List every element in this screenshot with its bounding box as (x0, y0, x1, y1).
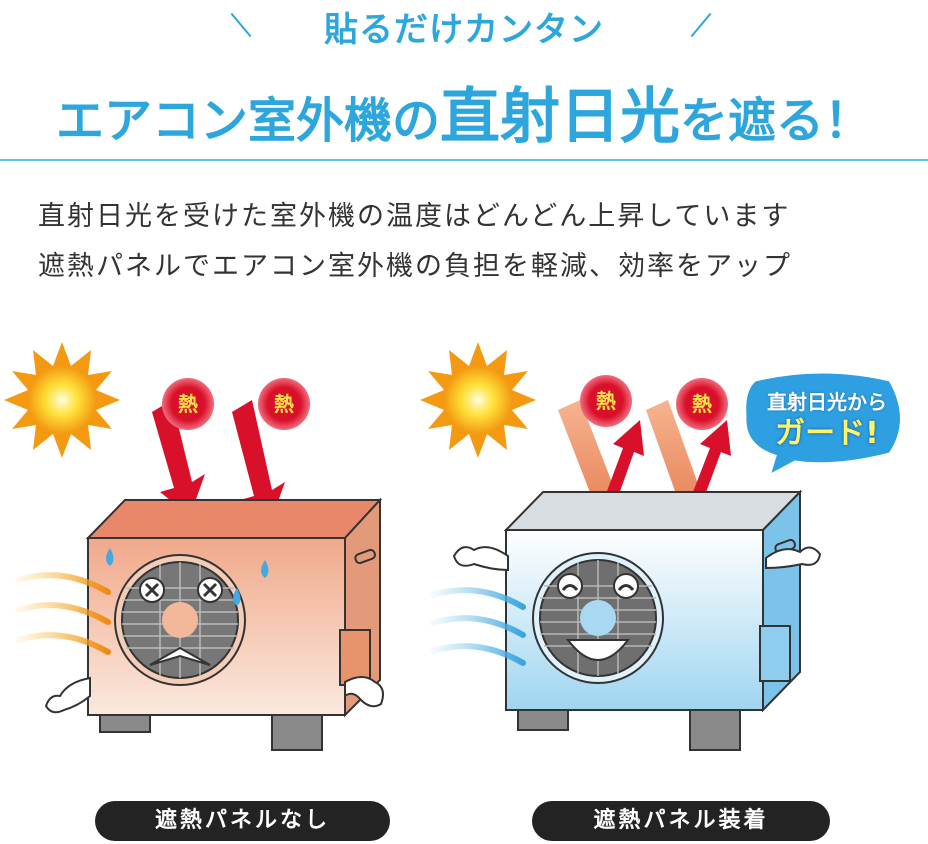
bubble-line2: ガード! (775, 416, 879, 451)
sweat-drop-icon (106, 548, 269, 606)
header: 貼るだけカンタン エアコン室外機の直射日光を遮る！ (0, 0, 928, 165)
reflect-arrow-icon (686, 420, 731, 514)
hot-unit-illustration (4, 342, 384, 751)
caption-with-panel: 遮熱パネル装着 (532, 801, 830, 841)
tagline: 貼るだけカンタン (324, 10, 604, 50)
headline-part2: 直射日光 (440, 82, 680, 152)
heat-badge: 熱 (258, 378, 310, 430)
bubble-line1: 直射日光から (767, 390, 887, 414)
description: 直射日光を受けた室外機の温度はどんどん上昇しています 遮熱パネルでエアコン室外機… (38, 192, 908, 292)
headline-part1: エアコン室外機の (55, 93, 440, 149)
divider (0, 159, 928, 161)
distressed-face-icon (139, 577, 223, 666)
heat-arrow-icon (232, 400, 285, 524)
headline: エアコン室外機の直射日光を遮る！ (0, 68, 928, 155)
caption-without-panel: 遮熱パネルなし (95, 801, 390, 841)
happy-face-icon (557, 573, 639, 661)
sun-icon (4, 342, 120, 458)
heat-badge: 熱 (162, 378, 214, 430)
sun-icon (420, 342, 536, 458)
headline-part3: を遮る！ (680, 93, 873, 149)
speech-bubble-text: 直射日光から ガード! (752, 386, 902, 450)
heat-badge: 熱 (580, 375, 632, 427)
cool-wave-icon (430, 587, 526, 666)
speech-bubble (743, 370, 903, 476)
heat-arrow-icon (152, 400, 205, 516)
heat-wave-icon (15, 572, 111, 655)
heat-badge: 熱 (676, 378, 728, 430)
cool-unit-illustration (420, 342, 822, 751)
description-line1: 直射日光を受けた室外機の温度はどんどん上昇しています (38, 201, 791, 232)
description-line2: 遮熱パネルでエアコン室外機の負担を軽減、効率をアップ (38, 251, 792, 282)
reflect-arrow-icon (600, 420, 644, 514)
